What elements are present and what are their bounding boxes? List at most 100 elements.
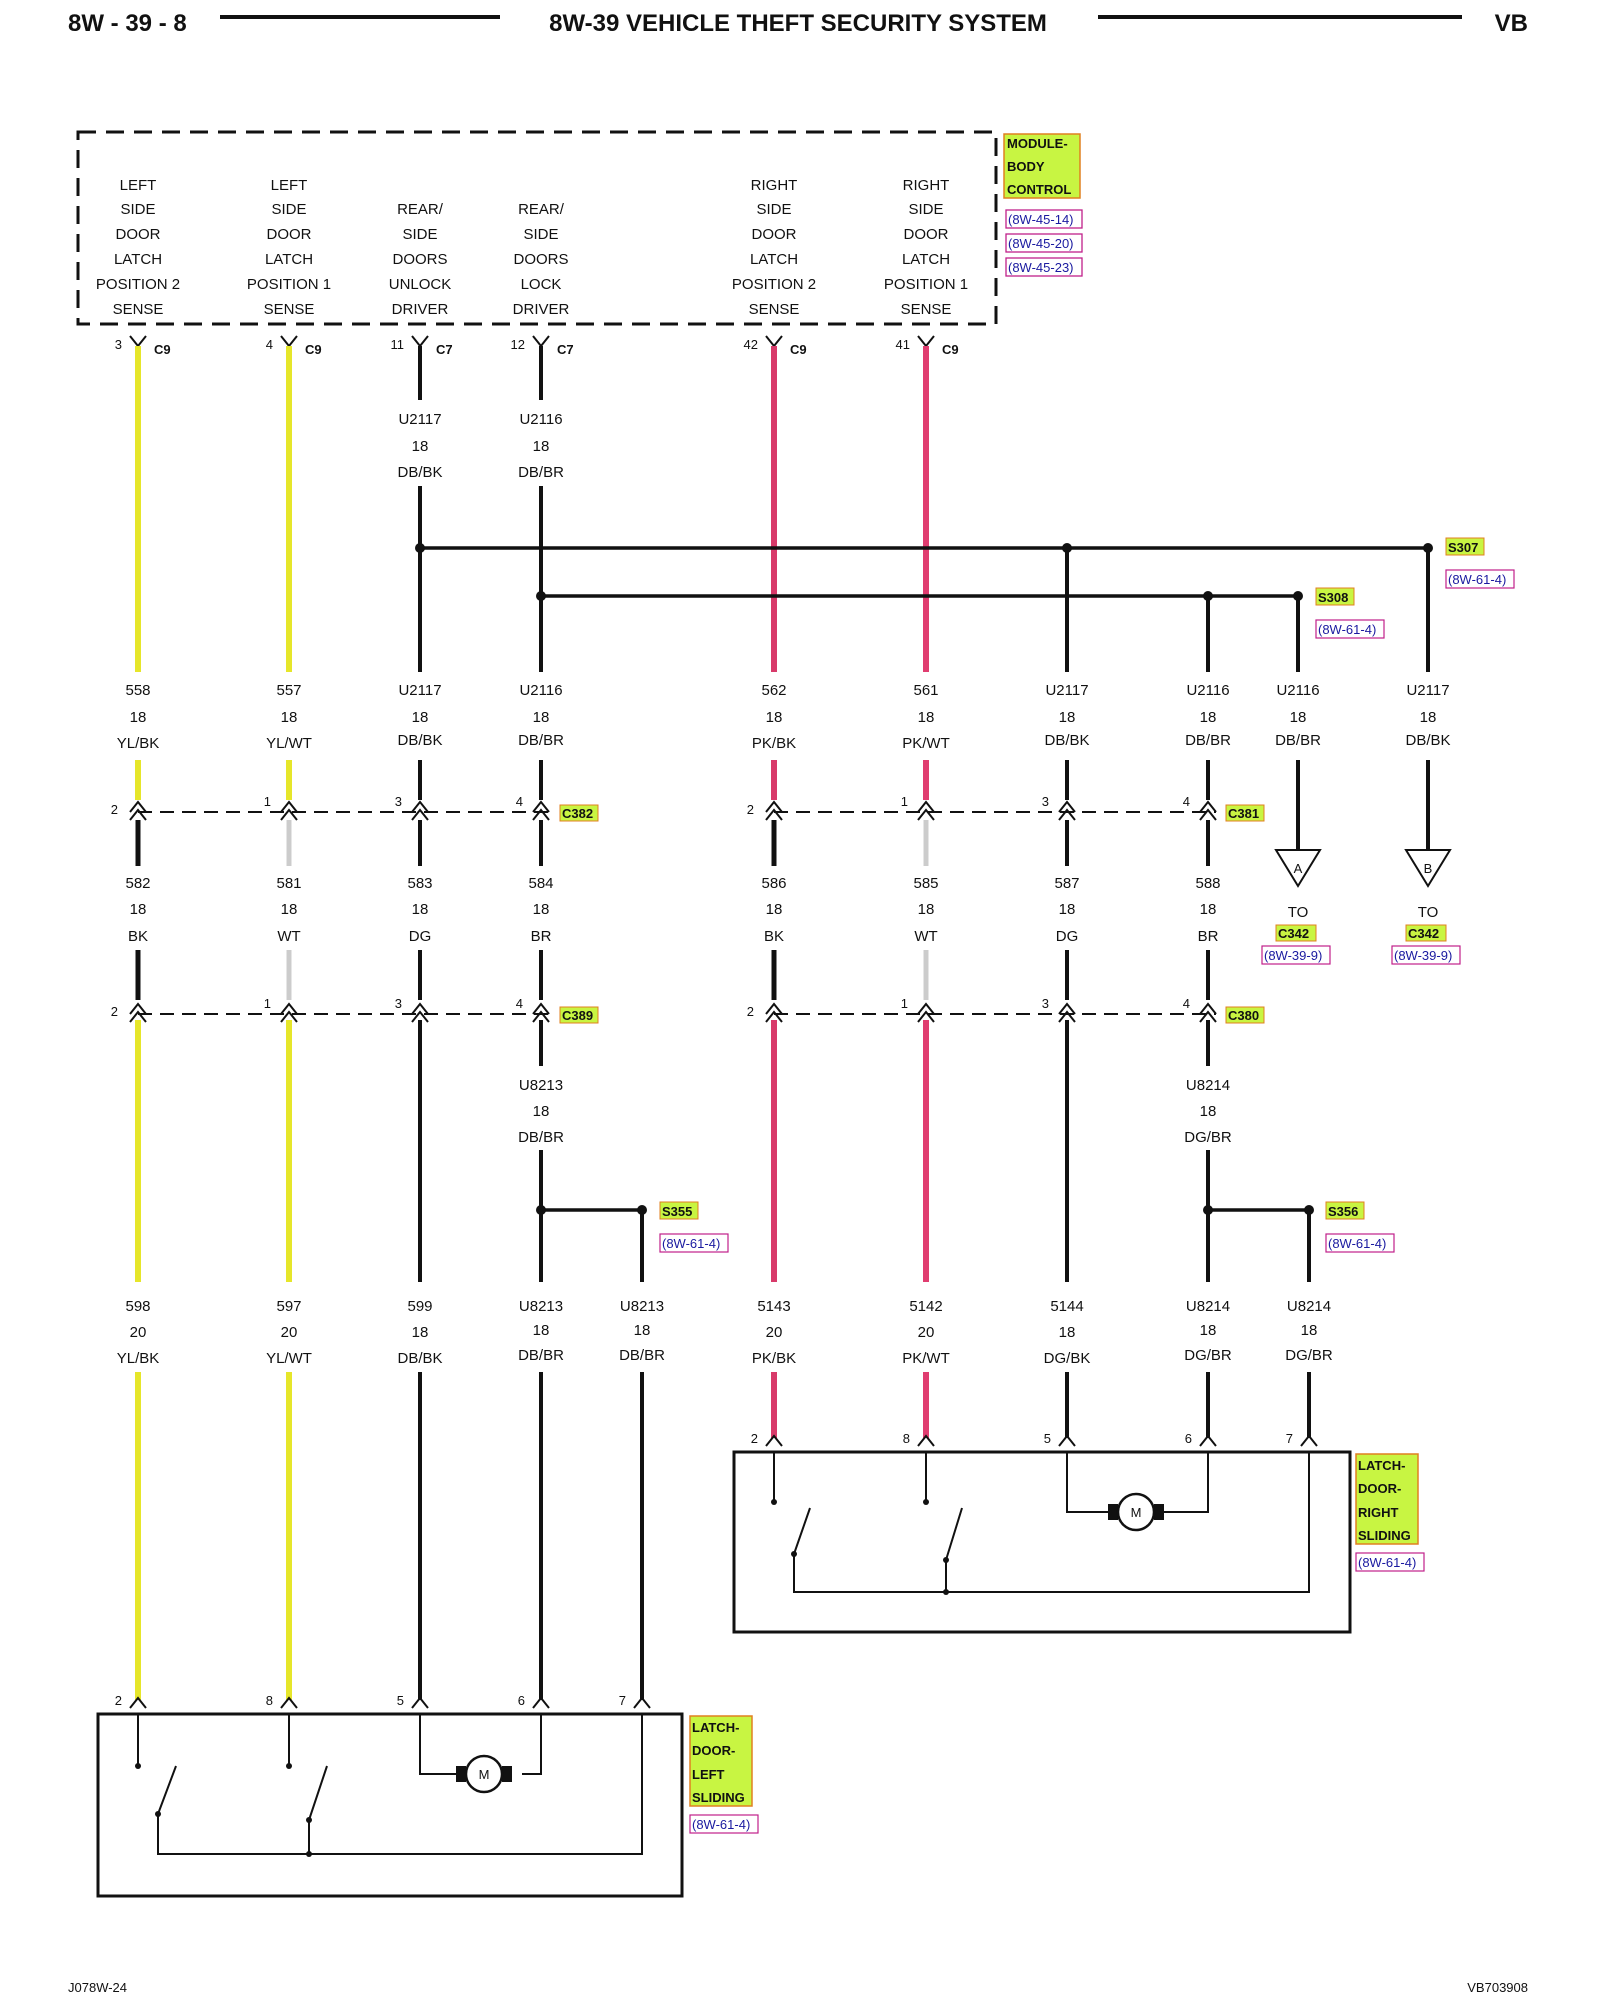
c381-pin-number: 2 xyxy=(747,802,754,817)
splice-s355-ref-box xyxy=(659,1233,729,1253)
offpage-b-ref: (8W-39-9) xyxy=(1394,948,1452,963)
latch-right-pin-marker xyxy=(1058,1434,1076,1447)
latch-right-name-4: SLIDING xyxy=(1358,1528,1411,1543)
wire-label: DB/BR xyxy=(619,1347,665,1364)
wire-label: U2116 xyxy=(1276,682,1319,699)
latch-left-pin-number: 5 xyxy=(397,1693,404,1708)
wire-label: BR xyxy=(1198,928,1219,945)
switch-contact xyxy=(771,1499,777,1505)
fn-6-line-4: LATCH xyxy=(902,251,950,268)
wire-label: PK/WT xyxy=(902,1350,950,1367)
wire-label: 582 xyxy=(125,875,150,892)
switch-contact xyxy=(791,1551,797,1557)
module-ref-3: (8W-45-23) xyxy=(1008,260,1074,275)
wire-label: U2116 xyxy=(519,411,562,428)
wire-label: DB/BR xyxy=(518,1129,564,1146)
module-name-line-2: BODY xyxy=(1007,159,1045,174)
latch-left-name-3: LEFT xyxy=(692,1767,725,1782)
wire-label: 18 xyxy=(1290,709,1307,726)
wire-label: 20 xyxy=(766,1324,783,1341)
latch-left-name-1: LATCH- xyxy=(692,1720,739,1735)
c381-pin-number: 3 xyxy=(1042,794,1049,809)
fn-6-line-6: SENSE xyxy=(901,301,952,318)
latch-right-pin-number: 8 xyxy=(903,1431,910,1446)
wire-label: BK xyxy=(764,928,784,945)
c382-pin-marker xyxy=(411,800,429,821)
latch-left-name-4: SLIDING xyxy=(692,1790,745,1805)
splice-dot xyxy=(637,1205,647,1215)
wire-label: PK/WT xyxy=(902,735,950,752)
offpage-a-to: TO xyxy=(1288,904,1309,921)
pin-conn-3: C7 xyxy=(436,342,453,357)
wire-label: DG/BK xyxy=(1044,1350,1091,1367)
c381-pin-marker xyxy=(917,800,935,821)
fn-3-line-5: DRIVER xyxy=(392,301,449,318)
wire-label: U2117 xyxy=(1045,682,1088,699)
fn-2-line-3: DOOR xyxy=(267,226,312,243)
c380-pin-marker xyxy=(1058,1002,1076,1023)
latch-left-pin-number: 2 xyxy=(115,1693,122,1708)
wire-label: DG xyxy=(409,928,432,945)
fn-2-line-2: SIDE xyxy=(271,201,306,218)
c389-pin-number: 2 xyxy=(111,1004,118,1019)
latch-left-pin-marker xyxy=(532,1696,550,1709)
latch-right-name-1: LATCH- xyxy=(1358,1458,1405,1473)
fn-3-line-1: REAR/ xyxy=(397,201,444,218)
wire-label: 588 xyxy=(1195,875,1220,892)
pin-number-6: 41 xyxy=(896,337,910,352)
latch-right-box xyxy=(732,1450,1352,1634)
splice-s307-bg xyxy=(1445,537,1485,556)
motor-brush-right xyxy=(1154,1504,1164,1520)
wire-label: 18 xyxy=(412,901,429,918)
fn-1-line-4: LATCH xyxy=(114,251,162,268)
module-label: MODULE- BODY CONTROL (8W-45-14) (8W-45-2… xyxy=(1003,133,1083,277)
switch-contact xyxy=(135,1763,141,1769)
latch-left-pin-marker xyxy=(129,1696,147,1709)
module-ref-box-1 xyxy=(1005,209,1083,229)
fn-4-line-3: DOORS xyxy=(513,251,568,268)
fn-4-line-2: SIDE xyxy=(523,226,558,243)
splice-dot xyxy=(1203,591,1213,601)
wire-label: DG/BR xyxy=(1184,1129,1232,1146)
module-label-bg xyxy=(1003,133,1081,199)
splice-dot xyxy=(1203,1205,1213,1215)
latch-right-pin-marker xyxy=(765,1434,783,1447)
splice-s307-ref-box xyxy=(1445,569,1515,589)
c381-pin-marker xyxy=(1058,800,1076,821)
latch-left-internal-wiring xyxy=(137,1714,643,1855)
splice-s355-ref: (8W-61-4) xyxy=(662,1236,720,1251)
wire-label: YL/BK xyxy=(117,735,160,752)
latch-left-pin-marker xyxy=(280,1696,298,1709)
module-outline xyxy=(76,130,998,326)
wire-label: 557 xyxy=(276,682,301,699)
wire-label: U2117 xyxy=(398,682,441,699)
latch-right-pin-marker xyxy=(917,1434,935,1447)
splice-s307-name: S307 xyxy=(1448,540,1478,555)
wires xyxy=(135,346,1430,1700)
c389-pin-marker xyxy=(280,1002,298,1023)
offpage-a-ref-box xyxy=(1261,945,1331,965)
motor-label: M xyxy=(479,1767,490,1782)
wire-label: U8214 xyxy=(1287,1298,1331,1315)
pin-conn-5: C9 xyxy=(790,342,807,357)
c382-pin-number: 2 xyxy=(111,802,118,817)
fn-3-line-3: DOORS xyxy=(392,251,447,268)
splice-s356-ref-box xyxy=(1325,1233,1395,1253)
module-pins: 3 C9 4 C9 11 C7 12 C7 42 C9 41 C9 xyxy=(115,335,959,357)
offpage-connectors: A TO C342 (8W-39-9) B TO C342 (8W-39-9) xyxy=(1261,849,1461,965)
wire-label: DB/BK xyxy=(1405,732,1450,749)
offpage-a-conn-bg xyxy=(1275,924,1317,942)
c380-pin-number: 1 xyxy=(901,996,908,1011)
latch-right-pin-marker xyxy=(1300,1434,1318,1447)
wire-label: YL/BK xyxy=(117,1350,160,1367)
wire-label: 599 xyxy=(407,1298,432,1315)
splice-s356-name: S356 xyxy=(1328,1204,1358,1219)
wire-label: 20 xyxy=(918,1324,935,1341)
c382-pin-number: 4 xyxy=(516,794,523,809)
switch-icon xyxy=(793,1507,963,1561)
c380-pin-number: 4 xyxy=(1183,996,1190,1011)
header-model: VB xyxy=(1495,10,1528,37)
module-name-line-1: MODULE- xyxy=(1007,136,1068,151)
motor-label: M xyxy=(1131,1505,1142,1520)
